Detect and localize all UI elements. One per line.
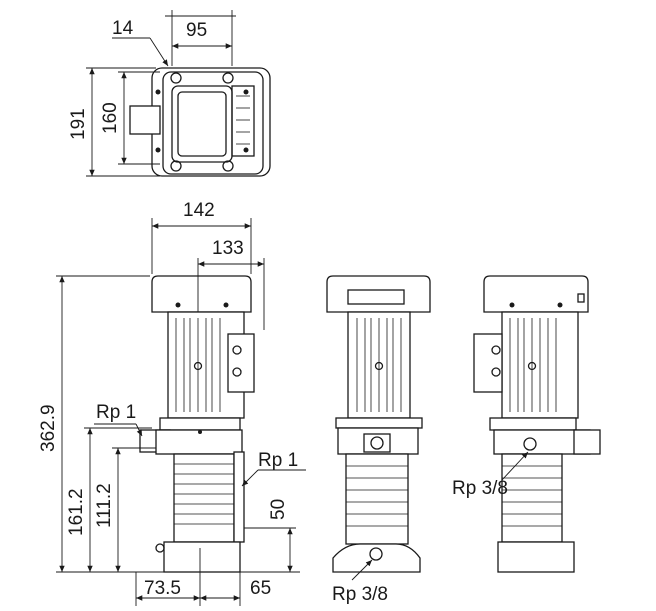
dim-65-label: 65 bbox=[250, 578, 271, 599]
rp1-outlet-label: Rp 1 bbox=[258, 450, 298, 471]
front-view bbox=[139, 275, 255, 573]
front-view-dimensions bbox=[56, 218, 306, 606]
dim-14-label: 14 bbox=[112, 18, 134, 39]
top-view-dimensions bbox=[86, 10, 236, 177]
dim-160-label: 160 bbox=[100, 102, 121, 134]
dim-133-label: 133 bbox=[212, 238, 244, 259]
rp38-side-label: Rp 3/8 bbox=[332, 584, 388, 605]
rp38-back-label: Rp 3/8 bbox=[452, 478, 508, 499]
dim-362-9-label: 362.9 bbox=[38, 404, 59, 452]
side-view-dimensions bbox=[351, 559, 373, 581]
dim-191-label: 191 bbox=[68, 108, 89, 140]
side-view bbox=[326, 275, 431, 573]
dim-50-label: 50 bbox=[268, 499, 289, 520]
dim-111-2-label: 111.2 bbox=[94, 483, 115, 528]
back-view-dimensions bbox=[501, 451, 529, 481]
dim-95-label: 95 bbox=[186, 20, 207, 41]
dim-142-label: 142 bbox=[183, 200, 215, 221]
top-view bbox=[129, 67, 271, 177]
dim-73-5-label: 73.5 bbox=[144, 578, 181, 599]
dim-161-2-label: 161.2 bbox=[66, 488, 87, 536]
rp1-inlet-label: Rp 1 bbox=[96, 402, 136, 423]
back-view bbox=[473, 275, 601, 573]
